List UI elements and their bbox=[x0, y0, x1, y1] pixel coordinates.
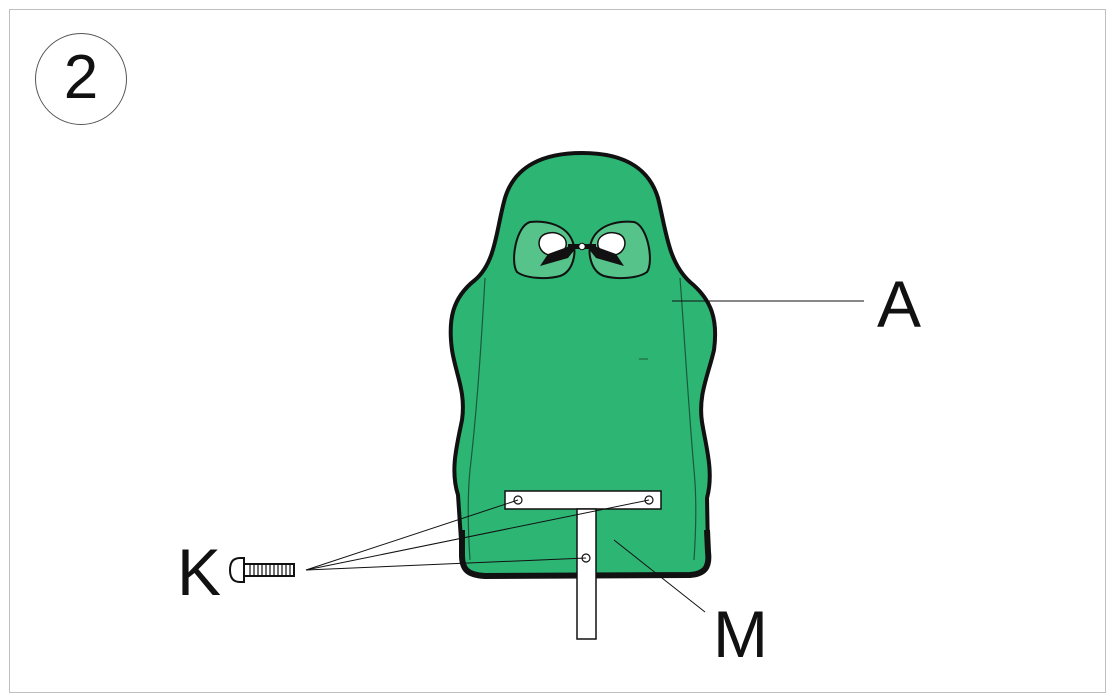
right-slot-shadow bbox=[588, 246, 624, 266]
left-seam bbox=[467, 277, 486, 561]
leader-k-center bbox=[305, 557, 587, 571]
leader-lines bbox=[305, 300, 864, 613]
callout-k: K bbox=[177, 535, 222, 609]
leader-k-left bbox=[305, 499, 519, 571]
headrest-slots bbox=[513, 220, 651, 280]
leader-m bbox=[613, 539, 706, 613]
callout-m: M bbox=[713, 597, 768, 671]
bolt-head bbox=[228, 557, 245, 583]
leader-k-right bbox=[305, 499, 650, 571]
strap-buckle bbox=[578, 242, 586, 251]
callout-a: A bbox=[877, 267, 922, 341]
bolt bbox=[228, 557, 295, 583]
bolt-thread bbox=[249, 564, 291, 576]
plate-bar bbox=[504, 490, 662, 510]
left-slot-shadow bbox=[540, 246, 576, 266]
step-number: 2 bbox=[63, 43, 99, 112]
step-number-badge: 2 bbox=[35, 33, 127, 125]
plate-stem bbox=[576, 508, 597, 640]
right-seam bbox=[679, 277, 697, 561]
